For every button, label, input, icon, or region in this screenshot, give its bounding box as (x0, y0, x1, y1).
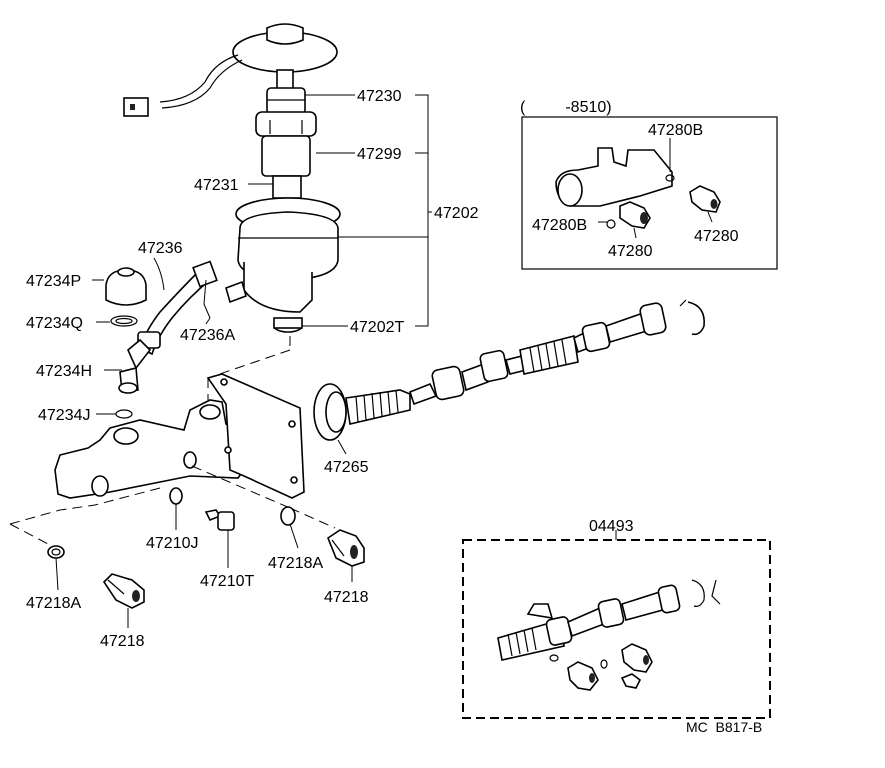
label-47218-left: 47218 (100, 633, 145, 650)
label-47236: 47236 (138, 240, 183, 257)
gasket-47218A-right (280, 506, 296, 526)
label-diagram-code: MC B817-B (686, 719, 762, 735)
label-47299: 47299 (357, 146, 402, 163)
label-47230: 47230 (357, 88, 402, 105)
label-47218-right: 47218 (324, 589, 369, 606)
label-47280-right: 47280 (694, 228, 739, 245)
bolt-47210T (204, 509, 235, 531)
label-47210J: 47210J (146, 535, 199, 552)
label-47280-mid: 47280 (608, 243, 653, 260)
strainer-47299 (255, 111, 317, 177)
label-47236A: 47236A (180, 327, 235, 344)
gasket-47218A-left (47, 545, 65, 559)
label-47280B-top: 47280B (648, 122, 703, 139)
label-47265: 47265 (324, 459, 369, 476)
label-47202: 47202 (434, 205, 479, 222)
float-47230 (266, 87, 306, 115)
repair-kit-box (462, 539, 771, 719)
clip-47234Q (110, 315, 138, 327)
label-47280B-left: 47280B (532, 217, 587, 234)
leader-lines (55, 94, 713, 628)
reservoir-47202 (225, 197, 341, 333)
cap-47234P (105, 267, 147, 306)
label-47210T: 47210T (200, 573, 254, 590)
dashed-leaders (9, 336, 336, 546)
label-47218A-left: 47218A (26, 595, 81, 612)
plug-47218-left (102, 573, 145, 609)
label-47218A-right: 47218A (268, 555, 323, 572)
plug-47218-right (327, 529, 365, 567)
piston-assembly-47265 (313, 299, 705, 441)
label-kit-04493: 04493 (589, 518, 634, 535)
label-47234H: 47234H (36, 363, 92, 380)
label-47234J: 47234J (38, 407, 91, 424)
label-47202T: 47202T (350, 319, 404, 336)
part-labels: 47230 47299 47231 47202 47236 47234P 472… (26, 88, 762, 735)
label-inset-range: ( -8510) (520, 99, 612, 116)
label-47234Q: 47234Q (26, 315, 83, 332)
gasket-47210J (169, 487, 183, 505)
label-47234P: 47234P (26, 273, 81, 290)
master-cylinder-body (54, 373, 305, 499)
label-47231: 47231 (194, 177, 239, 194)
inset-box (521, 116, 778, 270)
gasket-47234J (115, 409, 133, 419)
union-47234H (118, 338, 152, 394)
